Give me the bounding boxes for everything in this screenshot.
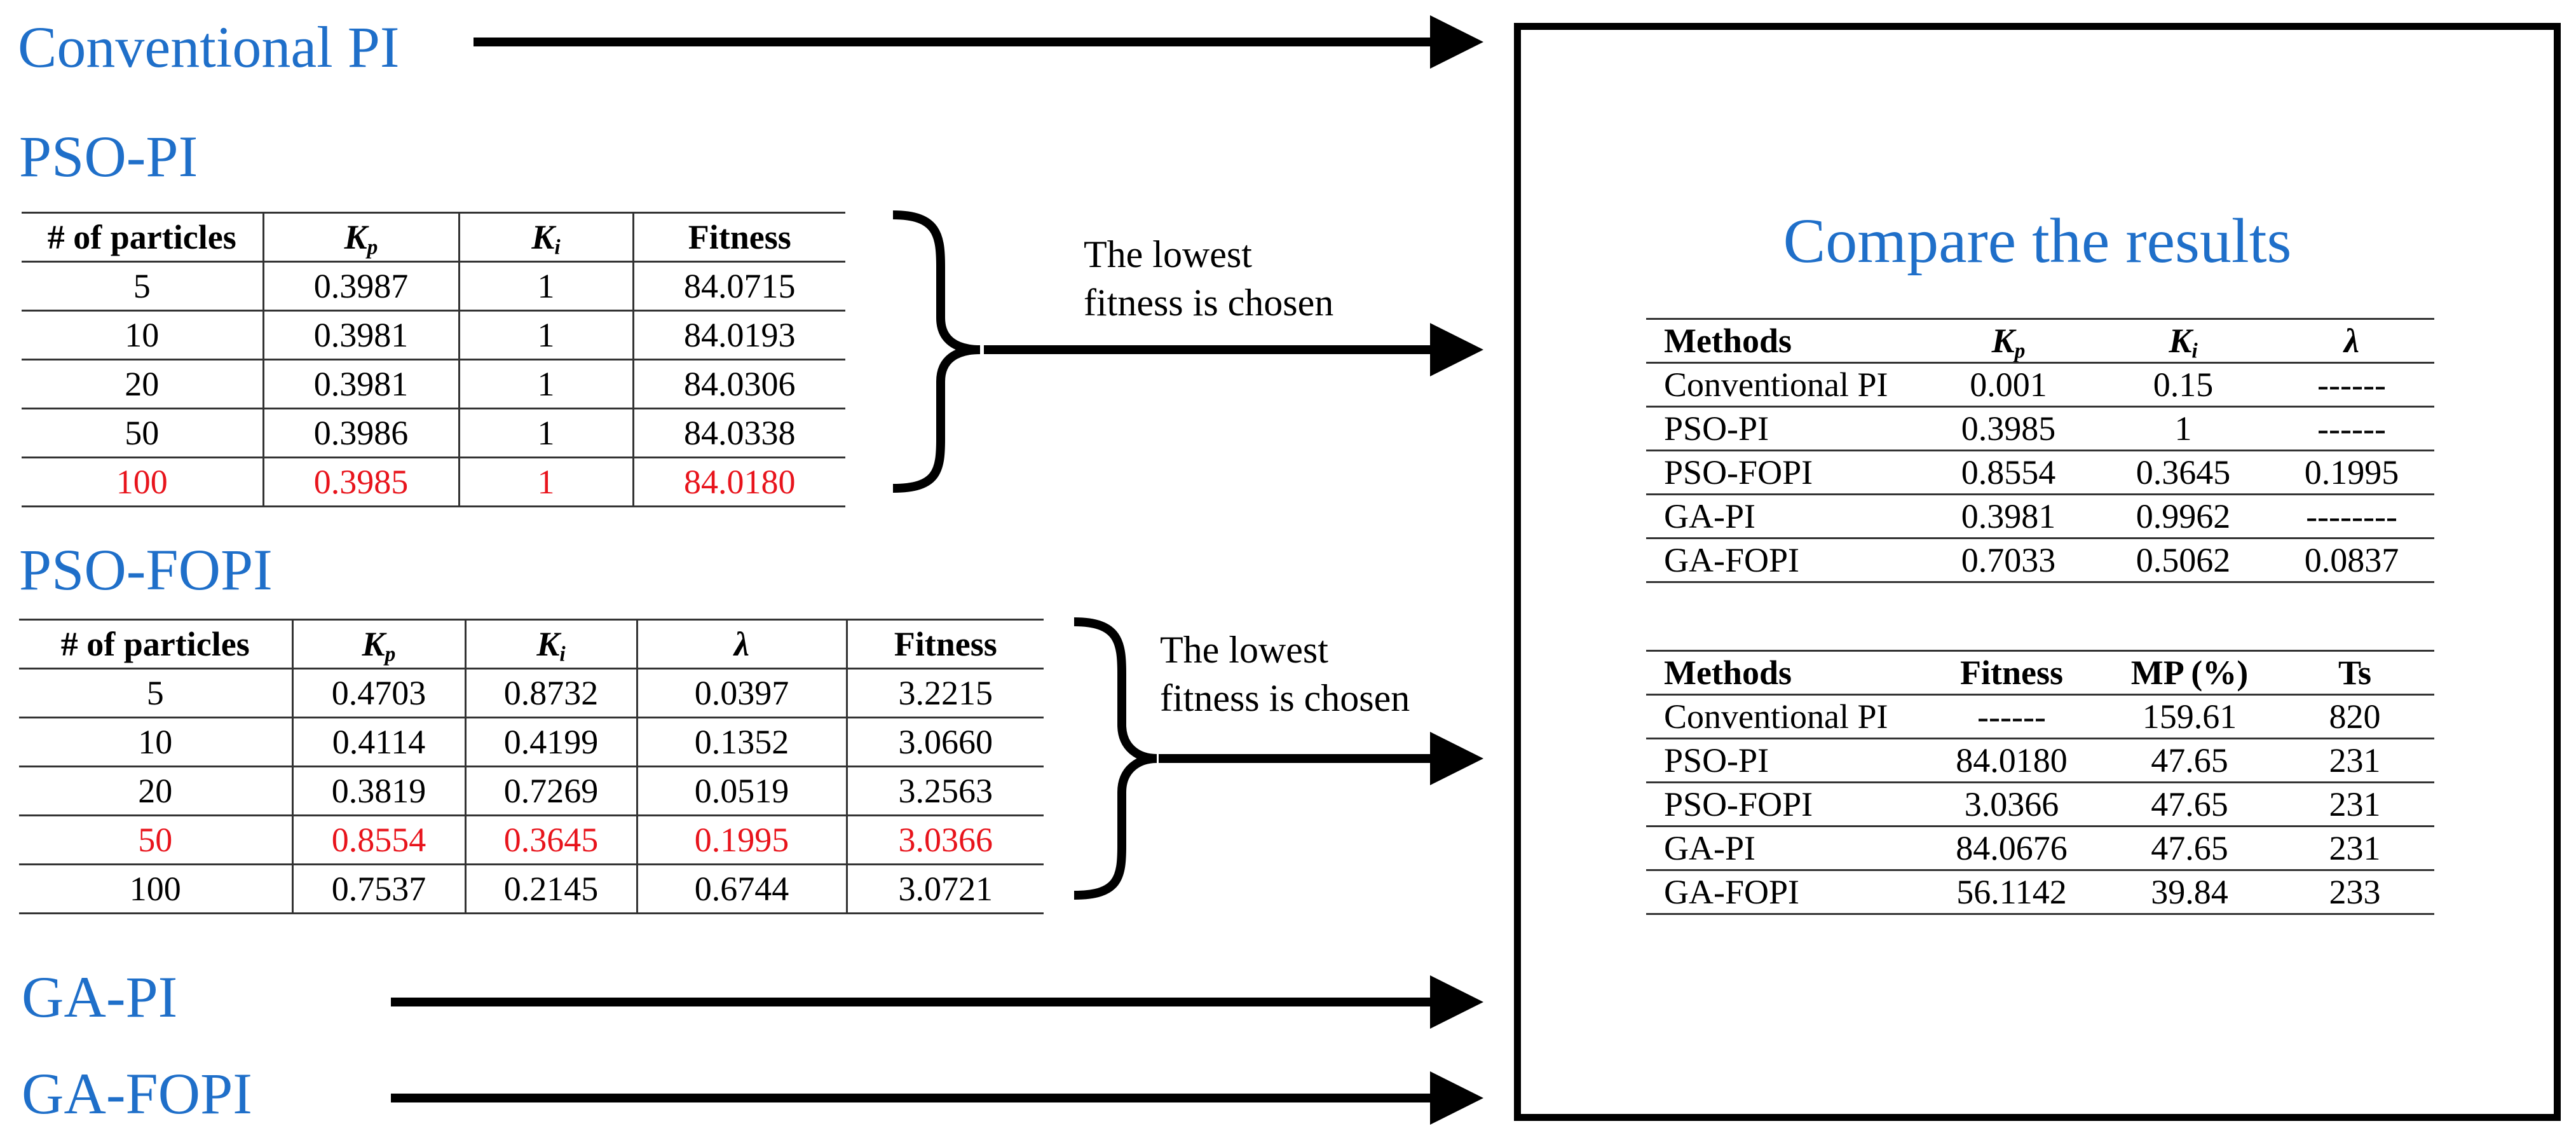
table-row: PSO-PI 84.0180 47.65 231 — [1646, 738, 2434, 783]
pso-pi-table: # of particles Kp Ki Fitness 5 0.3987 1 … — [22, 212, 845, 507]
header-fitness: Fitness — [845, 619, 1044, 670]
header-methods: Methods — [1646, 318, 1919, 364]
header-ki: Ki — [2097, 318, 2269, 364]
note-pso-fopi: The lowest fitness is chosen — [1160, 629, 1410, 719]
label-pso-fopi: PSO-FOPI — [19, 537, 273, 602]
brace-pso-pi — [892, 210, 981, 493]
results-title: Compare the results — [1783, 205, 2292, 276]
table-row: 10 0.4114 0.4199 0.1352 3.0660 — [19, 717, 1044, 767]
table-row: 5 0.3987 1 84.0715 — [22, 261, 845, 312]
header-kp: Kp — [262, 212, 459, 263]
table-row: GA-FOPI 56.1142 39.84 233 — [1646, 870, 2434, 915]
table-row-highlighted: 100 0.3985 1 84.0180 — [22, 457, 845, 507]
label-ga-pi: GA-PI — [22, 965, 178, 1029]
header-ki: Ki — [458, 212, 633, 263]
table-row: 20 0.3819 0.7269 0.0519 3.2563 — [19, 766, 1044, 816]
table-row: Conventional PI 0.001 0.15 ------ — [1646, 362, 2434, 408]
header-ki: Ki — [464, 619, 637, 670]
table-header-row: Methods Fitness MP (%) Ts — [1646, 650, 2434, 696]
results-performance-table: Methods Fitness MP (%) Ts Conventional P… — [1646, 650, 2434, 915]
table-row: GA-FOPI 0.7033 0.5062 0.0837 — [1646, 538, 2434, 583]
table-row: 100 0.7537 0.2145 0.6744 3.0721 — [19, 864, 1044, 914]
header-kp: Kp — [291, 619, 465, 670]
note-pso-pi: The lowest fitness is chosen — [1084, 233, 1334, 324]
table-row: 20 0.3981 1 84.0306 — [22, 359, 845, 409]
table-row: Conventional PI ------ 159.61 820 — [1646, 694, 2434, 739]
header-lambda: λ — [636, 619, 847, 670]
label-conventional-pi: Conventional PI — [18, 15, 400, 79]
header-particles: # of particles — [19, 619, 292, 670]
header-methods: Methods — [1646, 650, 1919, 696]
header-ts: Ts — [2275, 650, 2434, 696]
table-header-row: Methods Kp Ki λ — [1646, 318, 2434, 364]
table-row: GA-PI 0.3981 0.9962 -------- — [1646, 494, 2434, 539]
results-params-table: Methods Kp Ki λ Conventional PI 0.001 0.… — [1646, 318, 2434, 583]
pso-fopi-table: # of particles Kp Ki λ Fitness 5 0.4703 … — [19, 619, 1044, 914]
header-lambda: λ — [2269, 318, 2434, 364]
label-pso-pi: PSO-PI — [19, 124, 198, 189]
results-panel: Compare the results — [1514, 23, 2561, 1121]
table-row: PSO-FOPI 0.8554 0.3645 0.1995 — [1646, 450, 2434, 495]
header-mp: MP (%) — [2104, 650, 2275, 696]
brace-pso-fopi — [1073, 617, 1157, 900]
table-header-row: # of particles Kp Ki Fitness — [22, 212, 845, 263]
header-particles: # of particles — [22, 212, 263, 263]
table-row: 10 0.3981 1 84.0193 — [22, 310, 845, 361]
label-ga-fopi: GA-FOPI — [22, 1061, 252, 1126]
table-header-row: # of particles Kp Ki λ Fitness — [19, 619, 1044, 670]
table-row: 50 0.3986 1 84.0338 — [22, 408, 845, 458]
table-row: 5 0.4703 0.8732 0.0397 3.2215 — [19, 668, 1044, 718]
header-fitness: Fitness — [632, 212, 845, 263]
table-row-highlighted: 50 0.8554 0.3645 0.1995 3.0366 — [19, 815, 1044, 865]
table-row: PSO-FOPI 3.0366 47.65 231 — [1646, 782, 2434, 827]
header-fitness: Fitness — [1919, 650, 2104, 696]
table-row: GA-PI 84.0676 47.65 231 — [1646, 826, 2434, 871]
header-kp: Kp — [1919, 318, 2097, 364]
table-row: PSO-PI 0.3985 1 ------ — [1646, 406, 2434, 451]
